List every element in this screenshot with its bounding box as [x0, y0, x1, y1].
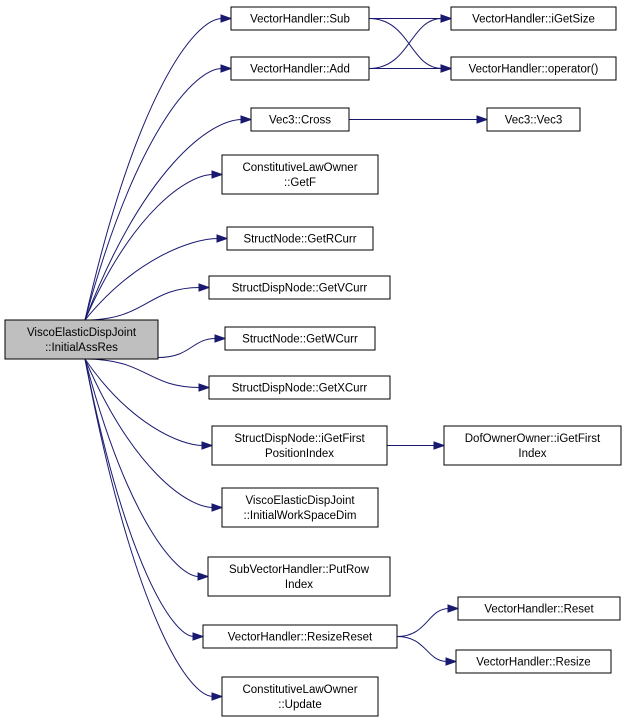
node-label: Vec3::Cross: [269, 115, 331, 127]
edge-vh_resizereset-to-vh_resize: [396, 636, 458, 666]
node-vh-igetsize[interactable]: VectorHandler::iGetSize: [450, 6, 617, 31]
edge-vh_resizereset-to-vh_reset: [396, 604, 460, 637]
node-label: ViscoElasticDispJoint: [27, 327, 137, 339]
node-label: PositionIndex: [265, 448, 334, 460]
edge-root-to-vh_sub: [84, 14, 233, 321]
node-box: [457, 596, 621, 621]
node-label: Index: [285, 579, 313, 591]
node-box: [450, 6, 617, 31]
edge-root-to-sdn_getxcurr: [84, 358, 211, 392]
edge-root-to-sdn_getvcurr: [84, 283, 211, 321]
node-vh-resize[interactable]: VectorHandler::Resize: [455, 649, 612, 674]
node-box: [443, 425, 622, 466]
node-vedj-initws[interactable]: ViscoElasticDispJoint::InitialWorkSpaceD…: [221, 487, 379, 528]
node-box: [221, 154, 379, 195]
call-edges: [84, 14, 489, 701]
edge-vh_sub-to-vh_operator: [368, 18, 453, 73]
node-box: [202, 624, 398, 649]
node-box: [250, 107, 350, 132]
node-box: [455, 649, 612, 674]
node-label: ::InitialAssRes: [45, 342, 118, 354]
node-vh-operator[interactable]: VectorHandler::operator(): [450, 56, 617, 81]
node-label: SubVectorHandler::PutRow: [229, 564, 370, 576]
node-sn-getwcurr[interactable]: StructNode::GetWCurr: [224, 326, 376, 351]
node-box: [230, 6, 370, 31]
call-nodes: ViscoElasticDispJoint::InitialAssResVect…: [4, 6, 622, 717]
node-box: [221, 487, 379, 528]
edge-root-to-svh_putrow: [84, 358, 210, 581]
edge-root-to-vec3_cross: [84, 115, 253, 321]
edge-root-to-sdn_igetfirst: [84, 358, 214, 450]
node-label: ::InitialWorkSpaceDim: [244, 510, 357, 522]
node-box: [208, 375, 391, 400]
edge-root-to-vh_resizereset: [84, 358, 205, 641]
node-label: VectorHandler::Resize: [476, 657, 590, 669]
node-label: Vec3::Vec3: [505, 115, 563, 127]
node-box: [486, 107, 581, 132]
node-box: [230, 56, 370, 81]
edge-sdn_igetfirst-to-doo_igetfirst: [386, 441, 446, 450]
node-box: [4, 319, 159, 360]
node-label: StructDispNode::GetVCurr: [232, 283, 368, 295]
node-box: [226, 226, 374, 251]
edge-root-to-vh_add: [84, 64, 233, 321]
node-sdn-getvcurr[interactable]: StructDispNode::GetVCurr: [208, 275, 391, 300]
node-box: [224, 326, 376, 351]
node-vh-resizereset[interactable]: VectorHandler::ResizeReset: [202, 624, 398, 649]
node-label: ConstitutiveLawOwner: [242, 684, 357, 696]
edge-vh_add-to-vh_igetsize: [368, 14, 453, 69]
node-vh-sub[interactable]: VectorHandler::Sub: [230, 6, 370, 31]
node-label: VectorHandler::Reset: [484, 604, 594, 616]
node-label: VectorHandler::iGetSize: [472, 14, 595, 26]
node-clo-update[interactable]: ConstitutiveLawOwner::Update: [221, 676, 379, 717]
node-label: ::GetF: [284, 177, 316, 189]
node-box: [450, 56, 617, 81]
node-box: [207, 556, 391, 597]
edge-root-to-sn_getwcurr: [157, 334, 227, 358]
node-box: [208, 275, 391, 300]
edge-vec3_cross-to-vec3_vec3: [349, 115, 489, 124]
node-label: DofOwnerOwner::iGetFirst: [465, 433, 601, 445]
edge-root-to-clo_getf: [84, 170, 224, 321]
edge-root-to-vedj_initws: [84, 358, 224, 512]
node-label: ConstitutiveLawOwner: [242, 162, 357, 174]
node-vec3-vec3[interactable]: Vec3::Vec3: [486, 107, 581, 132]
edge-vh_add-to-vh_operator: [368, 64, 453, 73]
node-label: ::Update: [278, 699, 321, 711]
node-label: VectorHandler::operator(): [469, 64, 599, 76]
node-vec3-cross[interactable]: Vec3::Cross: [250, 107, 350, 132]
edge-root-to-sn_getrcurr: [84, 234, 229, 321]
node-box: [221, 676, 379, 717]
node-root[interactable]: ViscoElasticDispJoint::InitialAssRes: [4, 319, 159, 360]
node-label: StructDispNode::GetXCurr: [232, 383, 368, 395]
node-label: ViscoElasticDispJoint: [245, 495, 355, 507]
node-sdn-getxcurr[interactable]: StructDispNode::GetXCurr: [208, 375, 391, 400]
node-clo-getf[interactable]: ConstitutiveLawOwner::GetF: [221, 154, 379, 195]
node-label: StructNode::GetWCurr: [242, 334, 358, 346]
node-label: VectorHandler::Add: [250, 64, 350, 76]
node-label: StructNode::GetRCurr: [243, 234, 356, 246]
node-label: VectorHandler::ResizeReset: [228, 632, 373, 644]
node-vh-add[interactable]: VectorHandler::Add: [230, 56, 370, 81]
node-label: VectorHandler::Sub: [250, 14, 350, 26]
node-box: [211, 425, 388, 466]
node-label: StructDispNode::iGetFirst: [234, 433, 365, 445]
node-vh-reset[interactable]: VectorHandler::Reset: [457, 596, 621, 621]
node-label: Index: [518, 448, 546, 460]
edge-root-to-clo_update: [84, 358, 224, 701]
node-sn-getrcurr[interactable]: StructNode::GetRCurr: [226, 226, 374, 251]
